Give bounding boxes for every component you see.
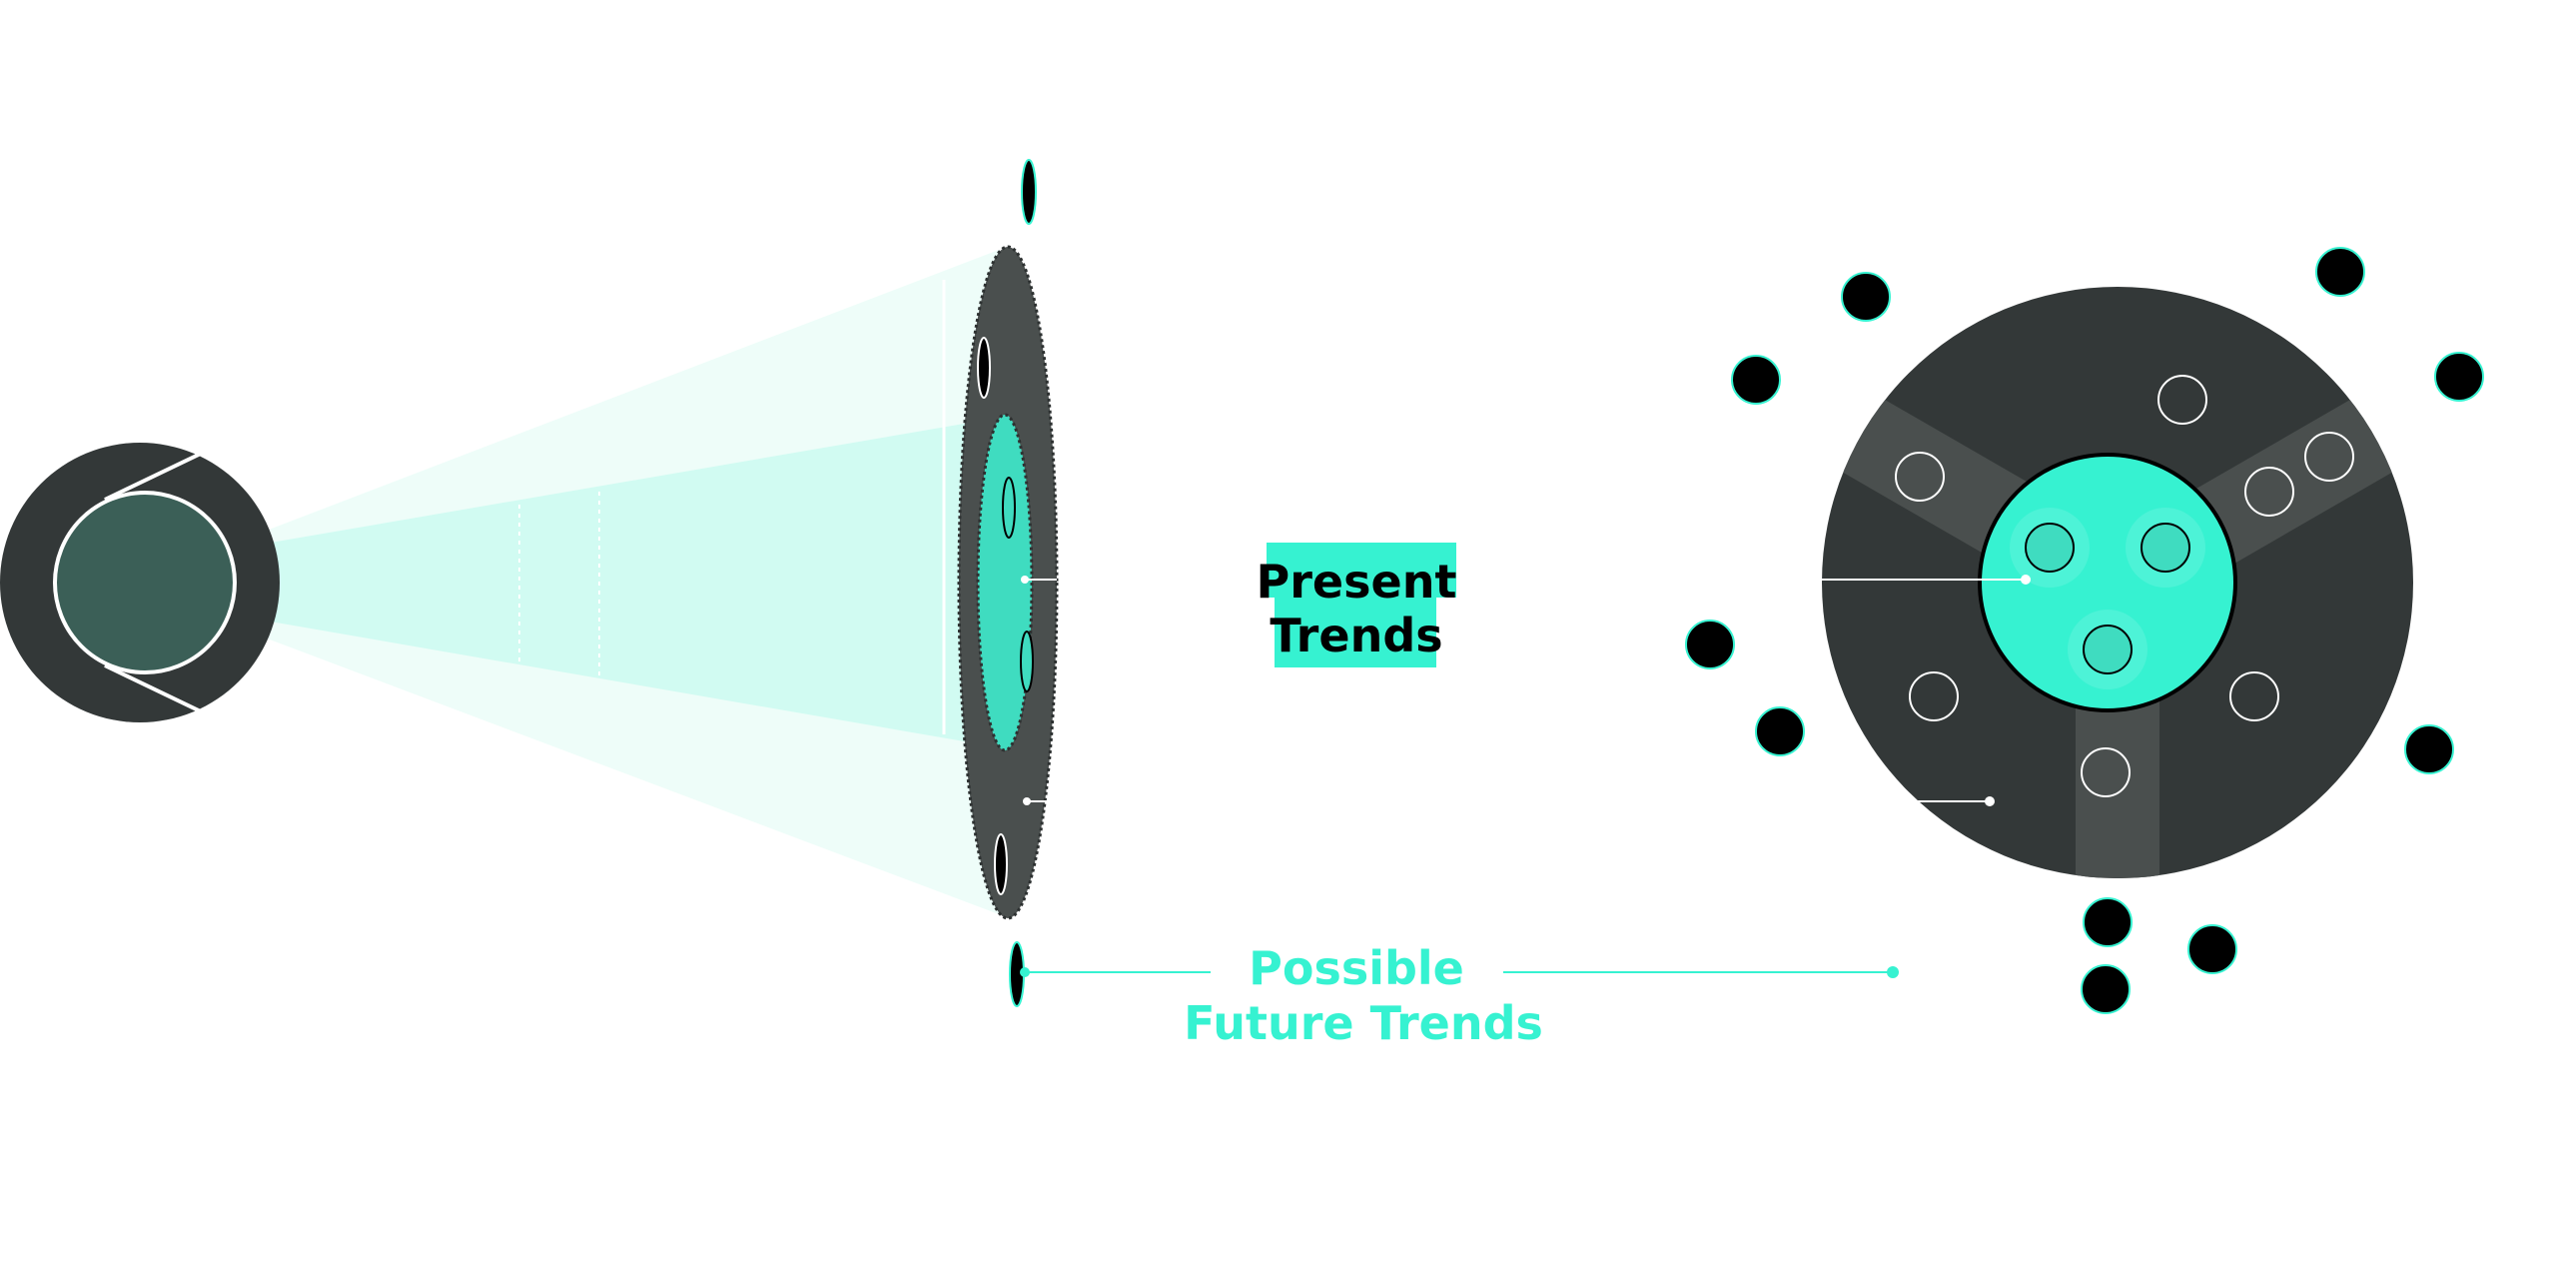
side-dot bbox=[1020, 631, 1034, 692]
outlier-dot bbox=[2187, 924, 2237, 974]
outlier-dot bbox=[2083, 897, 2133, 947]
core-dot bbox=[2141, 523, 2190, 573]
side-ellipse bbox=[957, 245, 1059, 920]
side-pointer-dot bbox=[1023, 797, 1031, 805]
outlier-dots bbox=[1685, 247, 2484, 1014]
source-tangent-line bbox=[104, 450, 206, 502]
inner-beam bbox=[230, 418, 999, 747]
core-dot bbox=[2025, 523, 2075, 573]
future-trends-label: Possible Future Trends bbox=[1184, 941, 1543, 1050]
future-trends-connector bbox=[1020, 966, 1899, 978]
present-label-bg bbox=[1267, 543, 1456, 598]
present-label-bg bbox=[1275, 598, 1436, 667]
outlier-dot bbox=[1841, 272, 1891, 322]
present-label-line2: Trends bbox=[1270, 609, 1442, 662]
ring-marker bbox=[2157, 375, 2207, 425]
projection-beam bbox=[230, 250, 999, 914]
ring-marker bbox=[2229, 671, 2279, 721]
future-label-line2: Future Trends bbox=[1184, 996, 1543, 1050]
side-dot bbox=[994, 833, 1008, 895]
present-trends-label: Present Trends bbox=[1257, 543, 1457, 667]
source-tangent-line bbox=[104, 663, 206, 715]
side-outlier-dot bbox=[1021, 159, 1037, 225]
future-label-line1: Possible bbox=[1249, 941, 1464, 995]
side-dot bbox=[1002, 477, 1016, 539]
ring-marker bbox=[1909, 671, 1959, 721]
ring-marker bbox=[2304, 432, 2354, 482]
outlier-dot bbox=[2404, 724, 2454, 774]
outlier-dot bbox=[2434, 352, 2484, 402]
core-dot bbox=[2083, 625, 2133, 674]
future-connector-end-dot bbox=[1887, 966, 1899, 978]
source-inner-circle bbox=[53, 491, 237, 674]
side-dot bbox=[977, 337, 991, 399]
future-connector-end-dot bbox=[1020, 967, 1030, 977]
outlier-dot bbox=[2315, 247, 2365, 297]
present-label-line1: Present bbox=[1257, 555, 1457, 609]
ring-marker bbox=[1895, 452, 1945, 502]
outlier-dot bbox=[2081, 964, 2131, 1014]
side-ellipse-present bbox=[976, 413, 1034, 752]
ring-marker bbox=[2081, 747, 2131, 797]
side-pointer-dot bbox=[1021, 576, 1029, 584]
front-disc bbox=[1810, 287, 2413, 878]
front-pointer-dot bbox=[2021, 575, 2031, 585]
ring-marker bbox=[2244, 467, 2294, 517]
outlier-dot bbox=[1731, 355, 1781, 405]
outlier-dot bbox=[1755, 706, 1805, 756]
source-disc bbox=[0, 443, 280, 722]
front-pointer-dot bbox=[1985, 796, 1995, 806]
outlier-dot bbox=[1685, 620, 1735, 669]
